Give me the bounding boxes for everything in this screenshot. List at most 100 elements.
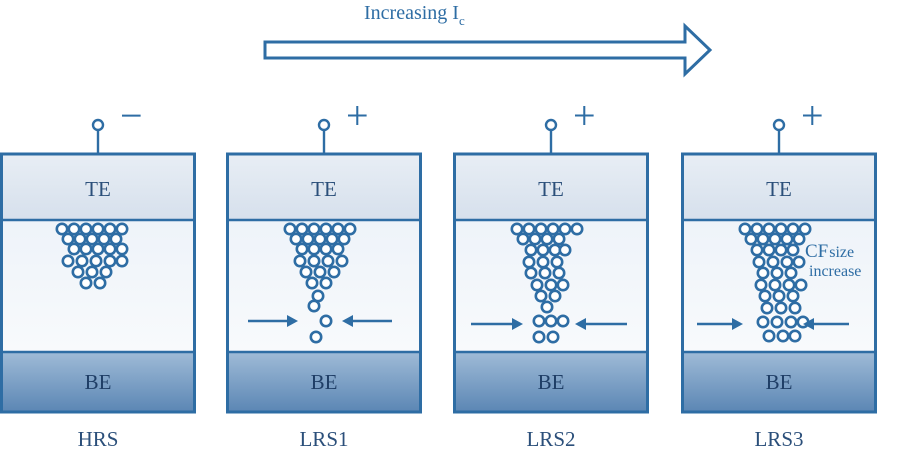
vacancy-circle (85, 265, 99, 279)
vacancy-circle (79, 242, 93, 256)
vacancy-circle (556, 314, 570, 328)
vacancy-circle (103, 242, 117, 256)
vacancy-circle (522, 255, 536, 269)
vacancy-circle (540, 232, 554, 246)
vacancy-circle (544, 314, 558, 328)
vacancy-circle (109, 232, 123, 246)
be-label: BE (766, 370, 793, 394)
vacancy-circle (540, 300, 554, 314)
vacancy-circle (780, 232, 794, 246)
vacancy-circle (762, 222, 776, 236)
compress-arrowhead-right (803, 318, 814, 330)
vacancy-circle (788, 329, 802, 343)
vacancy-circle (331, 242, 345, 256)
vacancy-circle (299, 265, 313, 279)
vacancy-circle (794, 278, 808, 292)
vacancy-circle (758, 289, 772, 303)
bottom-electrode-layer (454, 352, 648, 412)
vacancy-circle (93, 276, 107, 290)
filament-cluster (55, 222, 129, 290)
vacancy-circle (786, 243, 800, 257)
vacancy-circle (550, 255, 564, 269)
cell-outline (226, 152, 422, 414)
vacancy-circle (768, 232, 782, 246)
vacancy-circle (307, 299, 321, 313)
vacancy-circle (319, 242, 333, 256)
polarity-sign: + (801, 93, 824, 138)
vacancy-circle (97, 232, 111, 246)
vacancy-circle (79, 222, 93, 236)
vacancy-circle (544, 278, 558, 292)
vacancy-circle (760, 301, 774, 315)
polarity-sign: + (573, 93, 596, 138)
terminal-node (91, 118, 105, 132)
vacancy-circle (73, 232, 87, 246)
vacancy-circle (786, 222, 800, 236)
vacancy-circle (301, 232, 315, 246)
cell-outline (681, 152, 877, 414)
vacancy-circle (776, 329, 790, 343)
vacancy-circle (556, 278, 570, 292)
compress-arrowhead-left (732, 318, 743, 330)
increasing-ic-caption: Increasing Ic (364, 2, 465, 28)
vacancy-circle (756, 232, 770, 246)
vacancy-circle (546, 330, 560, 344)
vacancy-circle (61, 232, 75, 246)
te-label: TE (766, 177, 792, 201)
vacancy-circle (538, 266, 552, 280)
vacancy-circle (522, 222, 536, 236)
state-label: LRS3 (754, 427, 803, 451)
te-label: TE (85, 177, 111, 201)
vacancy-circle (756, 266, 770, 280)
vacancy-circle (770, 315, 784, 329)
te-label: TE (311, 177, 337, 201)
vacancy-circle (552, 232, 566, 246)
vacancy-circle (313, 232, 327, 246)
top-electrode-layer (454, 154, 648, 220)
vacancy-circle (331, 222, 345, 236)
be-label: BE (85, 370, 112, 394)
vacancy-circle (530, 278, 544, 292)
top-electrode-layer (1, 154, 195, 220)
compress-arrowhead-right (342, 315, 353, 327)
terminal-node (544, 118, 558, 132)
vacancy-circle (750, 222, 764, 236)
vacancy-circle (768, 278, 782, 292)
vacancy-circle (738, 222, 752, 236)
vacancy-circle (295, 222, 309, 236)
vacancy-circle (325, 232, 339, 246)
vacancy-circle (85, 232, 99, 246)
vacancy-circle (103, 254, 117, 268)
filament-cluster (471, 222, 627, 344)
terminal-node (317, 118, 331, 132)
vacancy-circle (770, 266, 784, 280)
vacancy-circle (792, 255, 806, 269)
cell-outline (453, 152, 649, 414)
vacancy-circle (786, 289, 800, 303)
bottom-electrode-layer (1, 352, 195, 412)
vacancy-circle (115, 222, 129, 236)
vacancy-circle (91, 222, 105, 236)
terminal-node (772, 118, 786, 132)
vacancy-circle (558, 222, 572, 236)
increasing-arrow (263, 22, 713, 78)
vacancy-circle (536, 255, 550, 269)
vacancy-circle (319, 276, 333, 290)
vacancy-circle (524, 266, 538, 280)
vacancy-circle (752, 255, 766, 269)
vacancy-circle (319, 314, 333, 328)
vacancy-circle (321, 254, 335, 268)
compress-arrowhead-left (512, 318, 523, 330)
vacancy-circle (534, 222, 548, 236)
vacancy-circle (337, 232, 351, 246)
vacancy-circle (61, 254, 75, 268)
vacancy-circle (780, 255, 794, 269)
vacancy-circle (750, 243, 764, 257)
vacancy-circle (756, 315, 770, 329)
vacancy-circle (91, 242, 105, 256)
vacancy-circle (305, 276, 319, 290)
be-label: BE (538, 370, 565, 394)
